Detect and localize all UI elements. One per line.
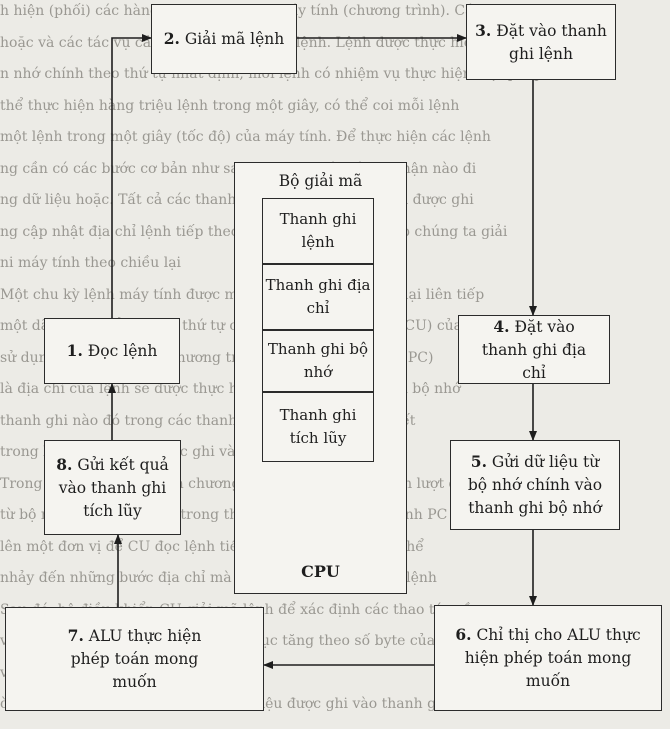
- step-number: 1.: [66, 341, 83, 360]
- register-label: Thanh ghi địa chỉ: [265, 276, 371, 317]
- step-2-box: 2. Giải mã lệnh: [151, 4, 297, 74]
- step-8-box: 8. Gửi kết quả vào thanh ghi tích lũy: [44, 440, 181, 535]
- step-3-box: 3. Đặt vào thanh ghi lệnh: [466, 4, 616, 80]
- step-text: Gửi kết quả vào thanh ghi tích lũy: [58, 455, 169, 520]
- register-label: Thanh ghi lệnh: [279, 210, 357, 251]
- step-text: Đặt vào thanh ghi địa chỉ: [481, 317, 587, 382]
- step-text: Gửi dữ liệu từ bộ nhớ chính vào thanh gh…: [467, 453, 603, 517]
- step-number: 2.: [163, 29, 180, 48]
- background-text-line: thể thực hiện hàng triệu lệnh trong một …: [0, 97, 460, 114]
- step-number: 8.: [56, 454, 73, 474]
- step-number: 6.: [455, 625, 472, 644]
- register-label: Thanh ghi bộ nhớ: [267, 340, 369, 381]
- address-register: Thanh ghi địa chỉ: [262, 264, 374, 330]
- background-text-line: n nhớ chính theo thứ tự nhất định, mỗi l…: [0, 66, 544, 82]
- step-5-box: 5. Gửi dữ liệu từ bộ nhớ chính vào thanh…: [450, 440, 620, 530]
- step-6-box: 6. Chỉ thị cho ALU thực hiện phép toán m…: [434, 605, 662, 711]
- register-label: Thanh ghi tích lũy: [279, 406, 357, 447]
- step-text: ALU thực hiện phép toán mong muốn: [70, 627, 202, 691]
- step-1-box: 1. Đọc lệnh: [44, 318, 180, 384]
- step-number: 3.: [475, 20, 492, 40]
- arrow-1-to-2: [111, 34, 152, 350]
- step-text: Đọc lệnh: [87, 342, 158, 360]
- background-text-line: một lệnh trong một giây (tốc độ) của máy…: [0, 129, 491, 145]
- memory-register: Thanh ghi bộ nhớ: [262, 330, 374, 392]
- step-text: Chỉ thị cho ALU thực hiện phép toán mong…: [464, 626, 641, 690]
- cpu-label: CPU: [301, 562, 340, 581]
- step-7-box: 7. ALU thực hiện phép toán mong muốn: [5, 607, 264, 711]
- decoder-label: Bộ giải mã: [278, 172, 363, 190]
- accumulator-register: Thanh ghi tích lũy: [262, 392, 374, 462]
- step-text: Giải mã lệnh: [184, 30, 285, 48]
- step-number: 7.: [67, 626, 84, 645]
- step-text: Đặt vào thanh ghi lệnh: [496, 21, 607, 63]
- step-number: 4.: [493, 316, 510, 336]
- background-text-line: ni máy tính theo chiều lại: [0, 255, 182, 271]
- step-4-box: 4. Đặt vào thanh ghi địa chỉ: [458, 315, 610, 384]
- step-number: 5.: [470, 452, 487, 471]
- instruction-register: Thanh ghi lệnh: [262, 198, 374, 264]
